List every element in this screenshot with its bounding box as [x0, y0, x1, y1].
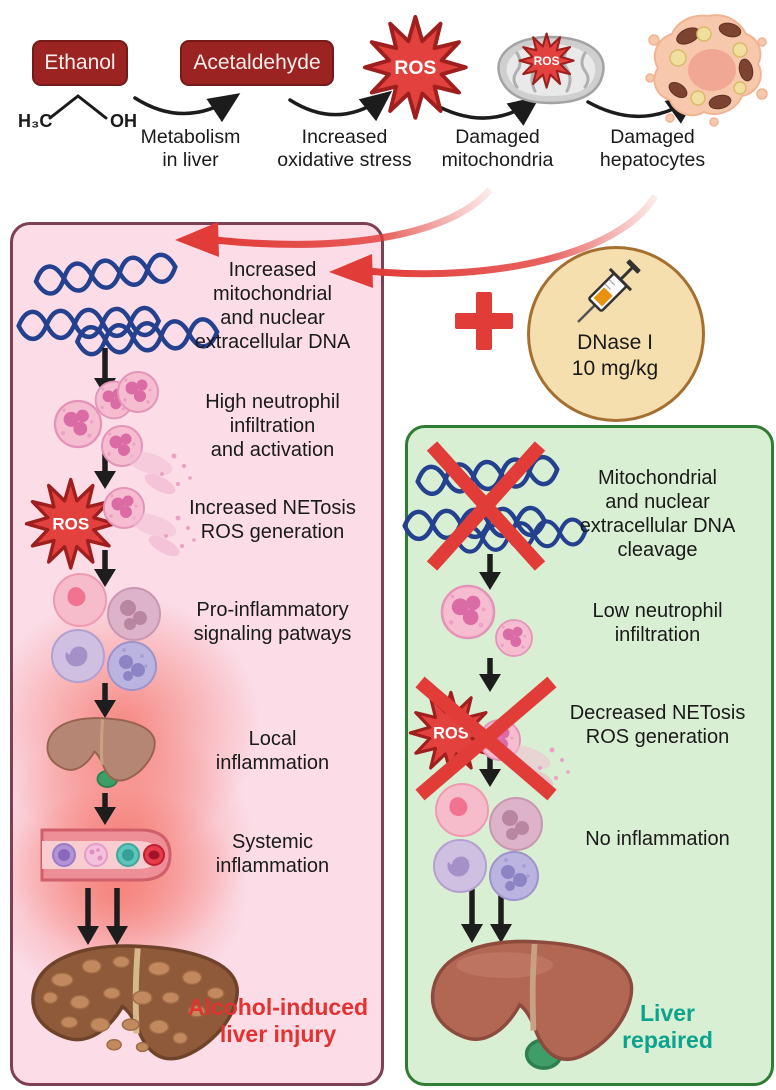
- flow-arrows: [133, 90, 699, 126]
- step-increased-netosis: Increased NETosis ROS generation: [189, 497, 356, 543]
- mito-ros-label: ROS: [534, 54, 560, 68]
- mito-ros-star-icon: ROS: [518, 32, 575, 89]
- damaged-hepatocyte-icon: [645, 14, 768, 127]
- label-increased-oxidative-stress: Increased oxidative stress: [277, 126, 412, 171]
- label-damaged-hepatocytes: Damaged hepatocytes: [599, 126, 706, 171]
- step-increased-extracellular-dna: Increased mitochondrial and nuclear extr…: [194, 259, 351, 353]
- result-liver-repaired: Liver repaired: [622, 1000, 713, 1053]
- result-alcohol-induced-liver-injury: Alcohol-induced liver injury: [187, 994, 369, 1047]
- acetaldehyde-box: Acetaldehyde: [180, 40, 334, 86]
- arrow-oxidative-stress: [288, 90, 393, 122]
- ros-star-icon: ROS: [362, 14, 468, 120]
- ethanol-box: Ethanol: [32, 40, 128, 86]
- step-no-inflammation: No inflammation: [585, 828, 730, 850]
- acetaldehyde-label: Acetaldehyde: [193, 51, 321, 74]
- ethanol-label: Ethanol: [44, 51, 116, 74]
- chem-h3c-label: H₃C: [18, 111, 52, 131]
- step-dna-cleavage: Mitochondrial and nuclear extracellular …: [579, 467, 736, 561]
- step-proinflammatory-signaling: Pro-inflammatory signaling patways: [193, 599, 352, 645]
- step-decreased-netosis: Decreased NETosis ROS generation: [569, 702, 746, 748]
- plus-icon: [455, 292, 513, 350]
- step-local-inflammation: Local inflammation: [215, 728, 330, 774]
- ethanol-structure-icon: H₃C OH: [18, 94, 137, 131]
- label-metabolism-in-liver: Metabolism in liver: [140, 126, 241, 171]
- damaged-mitochondria-icon: [497, 35, 605, 105]
- step-low-neutrophil-infiltration: Low neutrophil infiltration: [592, 600, 723, 646]
- ros-label: ROS: [394, 57, 436, 79]
- label-damaged-mitochondria: Damaged mitochondria: [441, 126, 554, 171]
- step-systemic-inflammation: Systemic inflammation: [215, 831, 330, 877]
- arrow-damaged-hepatocytes: [586, 93, 699, 124]
- dnase-dose-label: DNase I 10 mg/kg: [571, 331, 659, 380]
- arrow-damaged-mitochondria: [430, 95, 541, 126]
- arrow-metabolism: [133, 93, 241, 123]
- step-high-neutrophil-infiltration: High neutrophil infiltration and activat…: [205, 391, 340, 461]
